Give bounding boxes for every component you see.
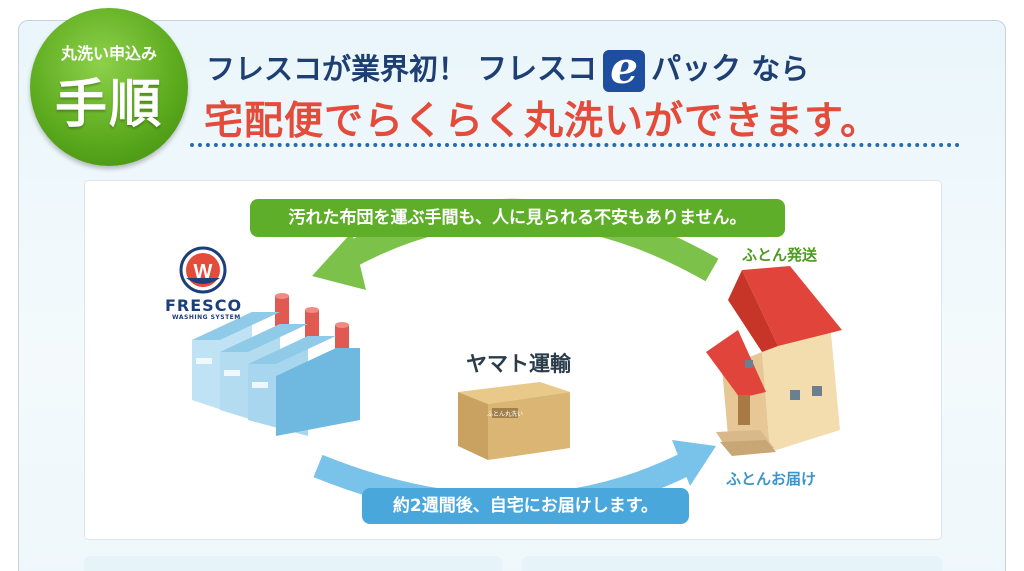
bottom-card-right [522, 556, 942, 571]
bottom-card-left [84, 556, 502, 571]
factory-subtitle: WASHING SYSTEM [172, 314, 241, 321]
send-label: ふとん発送 [742, 246, 818, 264]
deliver-label: ふとんお届け [726, 470, 817, 488]
procedure-badge: 丸洗い申込み 手順 [30, 8, 188, 166]
box-label: ふとん丸洗い [487, 410, 523, 418]
e-pack-logo-icon: e [603, 47, 646, 92]
house-icon [706, 266, 842, 456]
fresco-logo-icon: W [179, 246, 227, 294]
headline-prefix: フレスコが業界初！ [206, 52, 468, 86]
headline-suffix: なら [751, 52, 810, 86]
headline-line2: 宅配便でらくらく丸洗いができます。 [204, 99, 881, 144]
factory-icon [192, 293, 360, 436]
brand-name-right: パック [651, 52, 742, 87]
carrier-label: ヤマト運輸 [466, 352, 571, 376]
factory-name: FRESCO [165, 296, 243, 315]
brand-name-left: フレスコ [477, 52, 598, 87]
fresco-logo-letter: W [194, 261, 213, 283]
badge-subtitle: 丸洗い申込み [60, 44, 157, 63]
top-banner-label: 汚れた布団を運ぶ手間も、人に見られる不安もありません。 [250, 199, 785, 237]
cardboard-box-icon: ふとん丸洗い [458, 382, 570, 460]
badge-title: 手順 [54, 75, 163, 135]
bottom-banner-label: 約2週間後、自宅にお届けします。 [362, 488, 689, 524]
dotted-divider [190, 143, 960, 147]
